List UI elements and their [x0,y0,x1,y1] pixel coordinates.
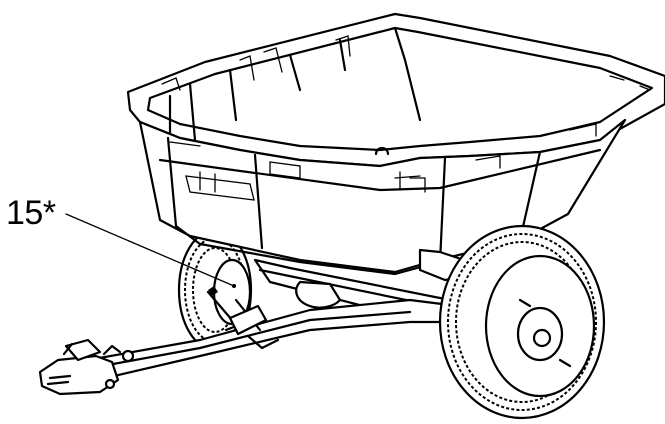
part-callout-label: 15* [6,194,56,232]
front-wheel-right [438,224,606,420]
cart-tub [126,12,665,276]
callout-leader [65,213,236,288]
hitch-coupler [38,338,135,396]
